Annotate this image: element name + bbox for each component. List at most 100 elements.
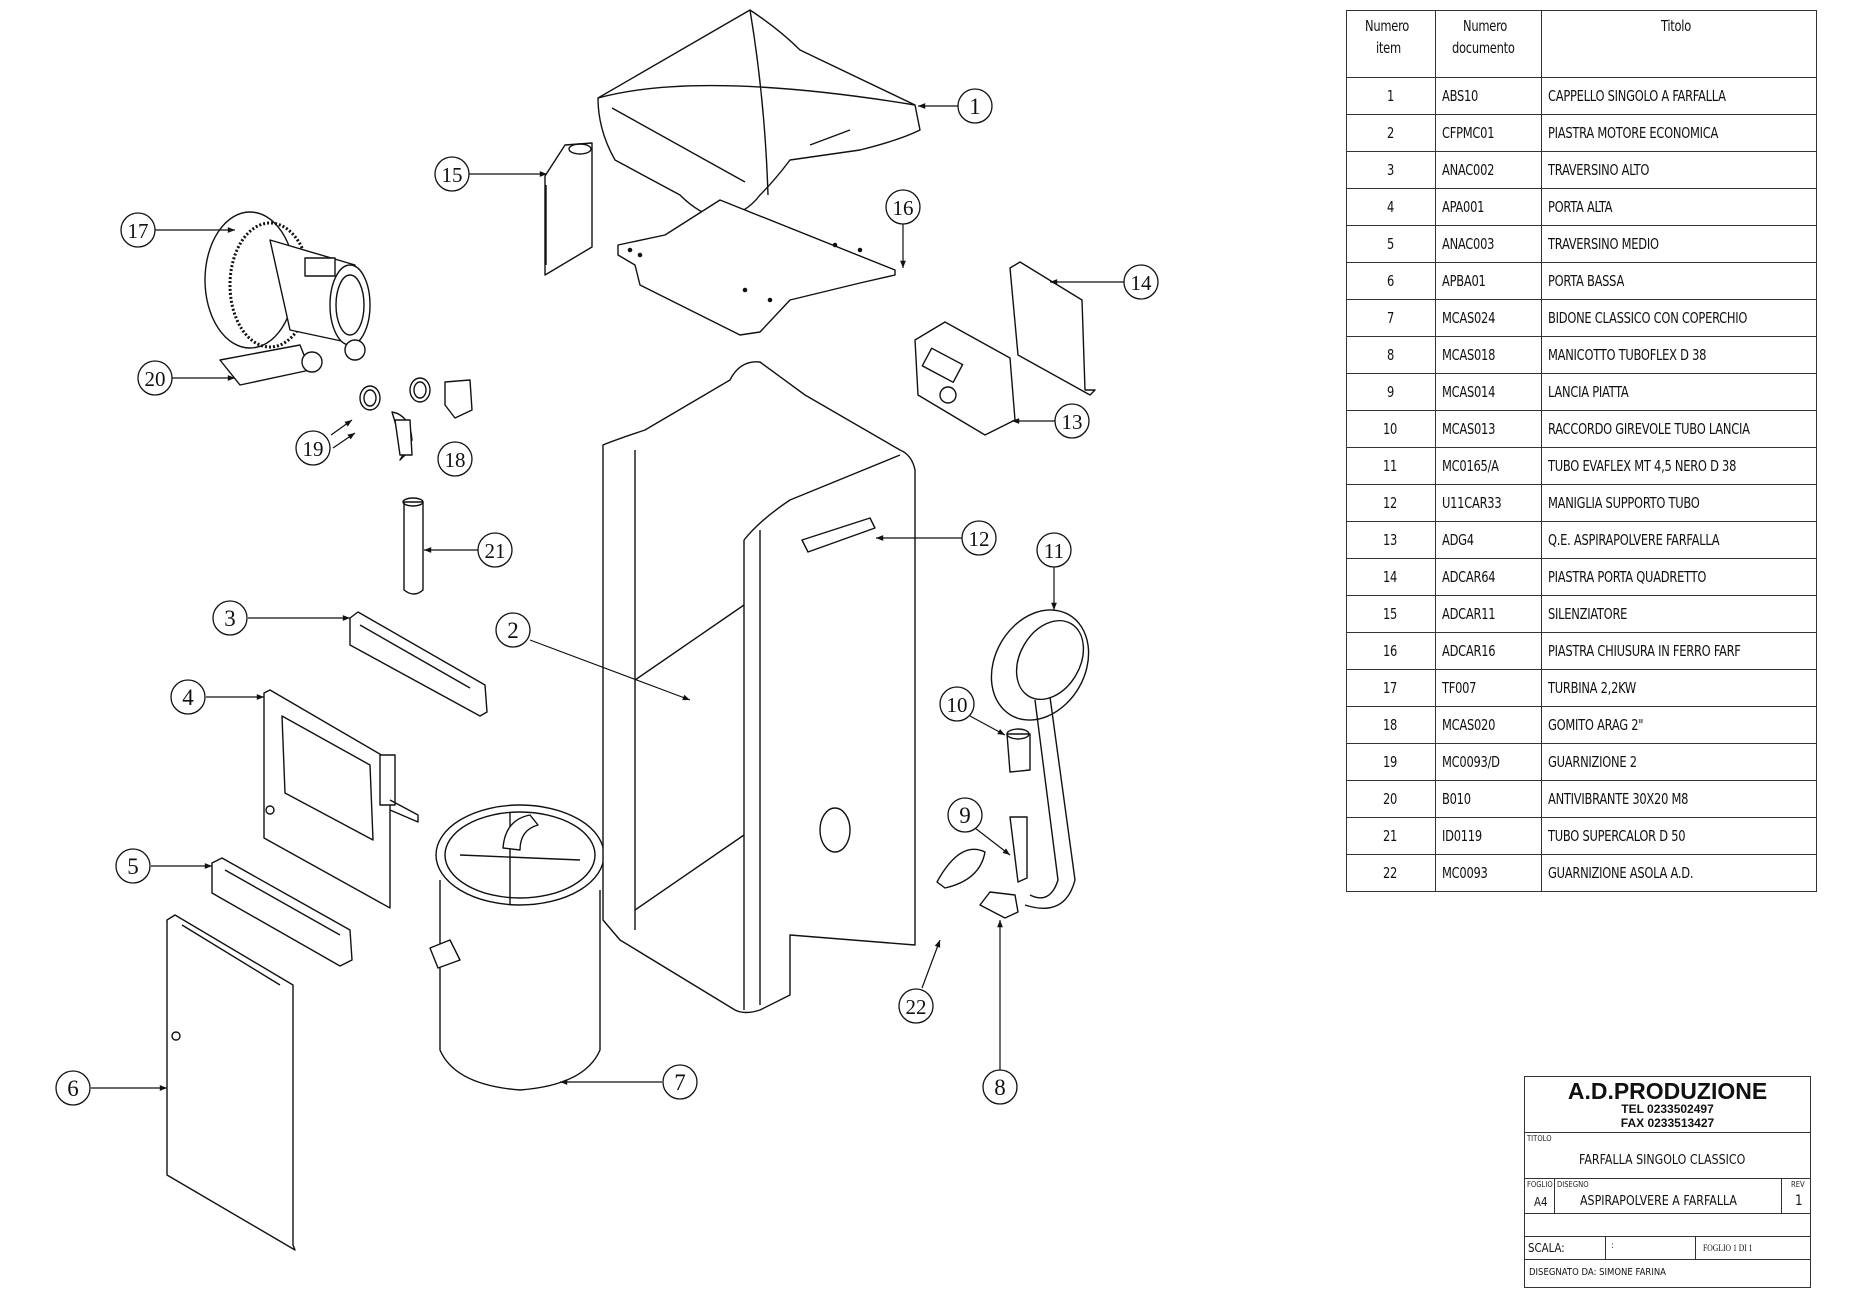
callout-balloon-9: 9: [947, 797, 983, 833]
callout-balloon-8: 8: [982, 1069, 1018, 1105]
part-upper-door: [263, 689, 419, 909]
callout-balloon-4: 4: [170, 679, 206, 715]
part-title: RACCORDO GIREVOLE TUBO LANCIA: [1541, 410, 1817, 448]
item-number: 14: [1346, 558, 1436, 596]
drawing-cell: FOGLIO A4 DISEGNO ASPIRAPOLVERE A FARFAL…: [1525, 1179, 1810, 1214]
part-title: PIASTRA PORTA QUADRETTO: [1541, 558, 1817, 596]
part-title: GUARNIZIONE 2: [1541, 743, 1817, 781]
callout-number: 14: [1131, 271, 1153, 295]
callout-number: 5: [127, 854, 139, 879]
document-number: MC0093/D: [1435, 743, 1542, 781]
part-title: Q.E. ASPIRAPOLVERE FARFALLA: [1541, 521, 1817, 559]
leader-19: [330, 419, 353, 436]
part-title: MANICOTTO TUBOFLEX D 38: [1541, 336, 1817, 374]
sheet-size: A4: [1534, 1195, 1548, 1209]
part-hood: [597, 9, 921, 219]
item-number: 8: [1346, 336, 1436, 374]
item-number: 22: [1346, 854, 1436, 892]
callout-number: 19: [303, 437, 324, 461]
part-title: MANIGLIA SUPPORTO TUBO: [1541, 484, 1817, 522]
callout-number: 4: [182, 685, 194, 710]
item-number: 1: [1346, 77, 1436, 115]
part-small-fittings: [936, 728, 1031, 919]
callout-number: 13: [1062, 410, 1083, 434]
callout-balloon-17: 17: [120, 212, 156, 248]
item-number: 17: [1346, 669, 1436, 707]
callout-number: 15: [442, 163, 463, 187]
callout-number: 10: [947, 693, 968, 717]
drawn-by-cell: DISEGNATO DA: SIMONE FARINA: [1525, 1260, 1810, 1288]
document-number: APBA01: [1435, 262, 1542, 300]
part-title: PORTA BASSA: [1541, 262, 1817, 300]
company-fax: FAX 0233513427: [1620, 1116, 1715, 1130]
sheet-size-label: FOGLIO: [1527, 1180, 1553, 1189]
document-number: ID0119: [1435, 817, 1542, 855]
callout-number: 18: [445, 448, 466, 472]
part-title: PORTA ALTA: [1541, 188, 1817, 226]
item-number: 21: [1346, 817, 1436, 855]
item-number: 16: [1346, 632, 1436, 670]
callout-balloon-11: 11: [1036, 532, 1072, 568]
item-number: 13: [1346, 521, 1436, 559]
part-lower-door: [166, 914, 296, 1251]
document-number: B010: [1435, 780, 1542, 818]
document-number: CFPMC01: [1435, 114, 1542, 152]
drawing-name: ASPIRAPOLVERE A FARFALLA: [1580, 1194, 1737, 1209]
title-block: A.D.PRODUZIONE TEL 0233502497 FAX 023351…: [1524, 1076, 1811, 1288]
item-number: 11: [1346, 447, 1436, 485]
item-number: 3: [1346, 151, 1436, 189]
document-number: APA001: [1435, 188, 1542, 226]
part-title: SILENZIATORE: [1541, 595, 1817, 633]
document-number: MC0165/A: [1435, 447, 1542, 485]
part-title: GUARNIZIONE ASOLA A.D.: [1541, 854, 1817, 892]
part-middle-crossbar: [211, 857, 353, 967]
document-number: MCAS018: [1435, 336, 1542, 374]
document-number: MCAS024: [1435, 299, 1542, 337]
callout-number: 22: [906, 995, 927, 1019]
part-closing-plate: [617, 199, 896, 336]
callout-number: 7: [674, 1070, 686, 1095]
part-title: GOMITO ARAG 2": [1541, 706, 1817, 744]
leader-22: [921, 939, 941, 989]
part-title: ANTIVIBRANTE 30X20 M8: [1541, 780, 1817, 818]
callout-balloon-15: 15: [434, 156, 470, 192]
part-title: LANCIA PIATTA: [1541, 373, 1817, 411]
part-title: PIASTRA CHIUSURA IN FERRO FARF: [1541, 632, 1817, 670]
callout-balloon-3: 3: [212, 600, 248, 636]
item-number: 15: [1346, 595, 1436, 633]
callout-number: 2: [507, 618, 519, 643]
document-number: ADCAR64: [1435, 558, 1542, 596]
document-number: ADCAR16: [1435, 632, 1542, 670]
sheet-count: FOGLIO 1 DI 1: [1703, 1243, 1753, 1253]
part-bucket: [429, 804, 605, 1091]
callout-balloon-16: 16: [885, 189, 921, 225]
leader-10: [969, 715, 1006, 736]
item-number: 19: [1346, 743, 1436, 781]
part-title: TURBINA 2,2KW: [1541, 669, 1817, 707]
document-number: ANAC003: [1435, 225, 1542, 263]
part-title: TRAVERSINO MEDIO: [1541, 225, 1817, 263]
callout-number: 8: [994, 1075, 1006, 1100]
part-title: TRAVERSINO ALTO: [1541, 151, 1817, 189]
part-title: TUBO SUPERCALOR D 50: [1541, 817, 1817, 855]
callout-number: 16: [893, 196, 914, 220]
part-supercalor-tube: [402, 497, 424, 595]
callout-balloon-18: 18: [437, 441, 473, 477]
part-title: CAPPELLO SINGOLO A FARFALLA: [1541, 77, 1817, 115]
part-hose: [990, 609, 1090, 909]
